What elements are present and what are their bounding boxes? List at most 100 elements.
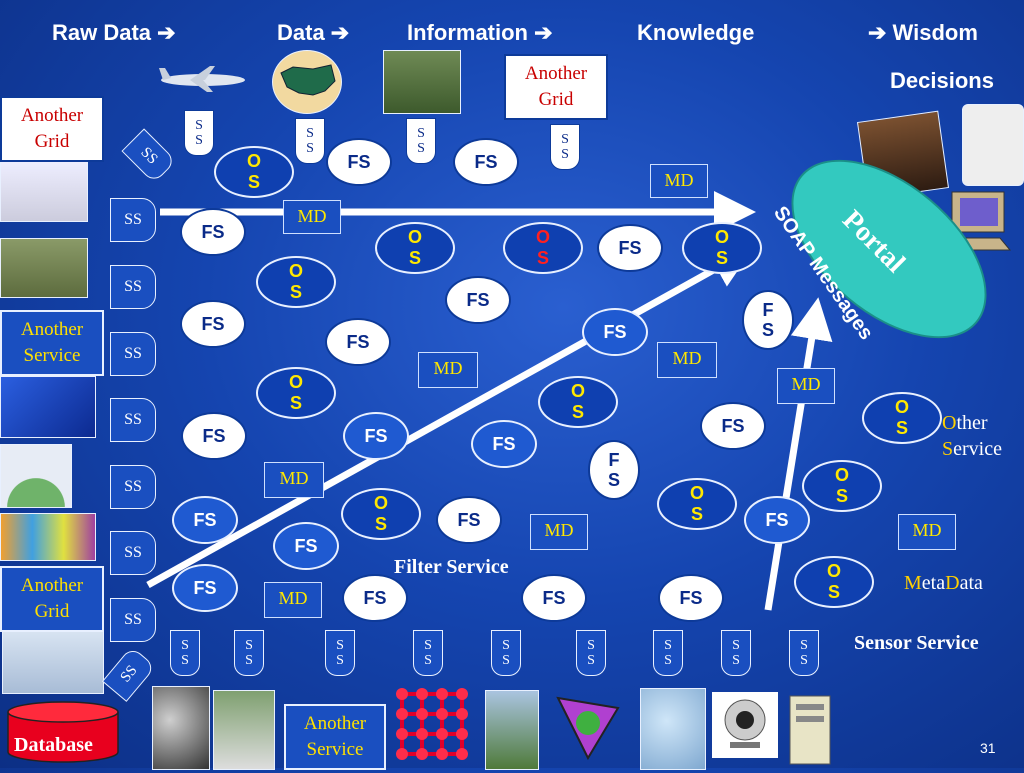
filter-service-node: FS: [180, 208, 246, 256]
filter-service-node-highlighted: FS: [172, 564, 238, 612]
sensor-service-node: SS: [110, 465, 156, 509]
filter-service-node: FS: [597, 224, 663, 272]
filter-service-node: FS: [700, 402, 766, 450]
another-grid-box-bottom-left: Another Grid: [0, 566, 104, 632]
another-grid-box-top-left: Another Grid: [0, 96, 104, 162]
filter-service-node-highlighted: FS: [471, 420, 537, 468]
header-raw-data: Raw Data ➔: [52, 20, 176, 45]
sensor-service-label: Sensor Service: [854, 632, 979, 654]
metadata-box: MD: [264, 582, 322, 618]
metadata-box: MD: [530, 514, 588, 550]
metadata-box: MD: [264, 462, 324, 498]
filter-service-node: FS: [453, 138, 519, 186]
header-information: Information ➔: [407, 20, 553, 45]
panel-photo: [0, 376, 96, 438]
filter-service-node-highlighted: FS: [582, 308, 648, 356]
filter-service-node: FS: [180, 300, 246, 348]
sensor-service-node: SS: [110, 598, 156, 642]
another-service-box-left: Another Service: [0, 310, 104, 376]
molecules-photo: [640, 688, 706, 770]
other-service-label: Other Service: [942, 412, 1002, 460]
filter-service-node: FS: [658, 574, 724, 622]
detector-photo: [2, 630, 104, 694]
vertical-arrow: [764, 297, 833, 611]
filter-service-node: FS: [445, 276, 511, 324]
grid-network-icon: [392, 684, 472, 768]
server-icon: [786, 694, 834, 766]
heatmap-photo: [0, 513, 96, 561]
filter-service-node: FS: [181, 412, 247, 460]
airplane-icon: [155, 62, 250, 94]
filter-service-node: FS: [521, 574, 587, 622]
sensor-service-node: SS: [110, 198, 156, 242]
page-number: 31: [980, 740, 996, 756]
metadata-box: MD: [650, 164, 708, 198]
filter-service-node: FS: [342, 574, 408, 622]
pda-device-photo: [0, 160, 88, 222]
ebook-reader-photo: [962, 104, 1024, 186]
filter-service-node: FS: [325, 318, 391, 366]
field-photo: [0, 238, 88, 298]
webcam-icon: [712, 692, 778, 758]
metadata-box: MD: [898, 514, 956, 550]
filter-service-node-highlighted: FS: [172, 496, 238, 544]
field-sensor-photo: [383, 50, 461, 114]
moon-photo: [152, 686, 210, 770]
sensor-service-node: SS: [110, 398, 156, 442]
filter-service-node: FS: [326, 138, 392, 186]
filter-service-label: Filter Service: [394, 556, 509, 578]
filter-service-node-highlighted: FS: [744, 496, 810, 544]
metadata-box: MD: [657, 342, 717, 378]
metadata-box: MD: [283, 200, 341, 234]
header-data: Data ➔: [277, 20, 350, 45]
sensor-service-node: SS: [110, 265, 156, 309]
metadata-box: MD: [777, 368, 835, 404]
observatory-photo: [213, 690, 275, 770]
filter-service-node-highlighted: FS: [273, 522, 339, 570]
filter-service-node: FS: [436, 496, 502, 544]
sensor-service-node: SS: [110, 332, 156, 376]
another-service-box-bottom: Another Service: [284, 704, 386, 770]
sensor-service-node: SS: [110, 531, 156, 575]
metadata-label: MetaData: [904, 572, 983, 594]
header-wisdom: ➔ Wisdom: [868, 20, 978, 45]
header-decisions: Decisions: [890, 68, 994, 93]
filter-service-node-highlighted: FS: [343, 412, 409, 460]
header-knowledge: Knowledge: [637, 20, 755, 45]
diagonal-arrow: [146, 247, 754, 589]
tower-photo: [485, 690, 539, 770]
database-label: Database: [14, 734, 93, 756]
computer-icon: [930, 188, 1014, 254]
metadata-box: MD: [418, 352, 478, 388]
database-cylinder: [6, 700, 120, 764]
molecule-network-icon: [548, 688, 628, 764]
satellite-photo: [0, 444, 72, 508]
another-grid-box-top: Another Grid: [504, 54, 608, 120]
